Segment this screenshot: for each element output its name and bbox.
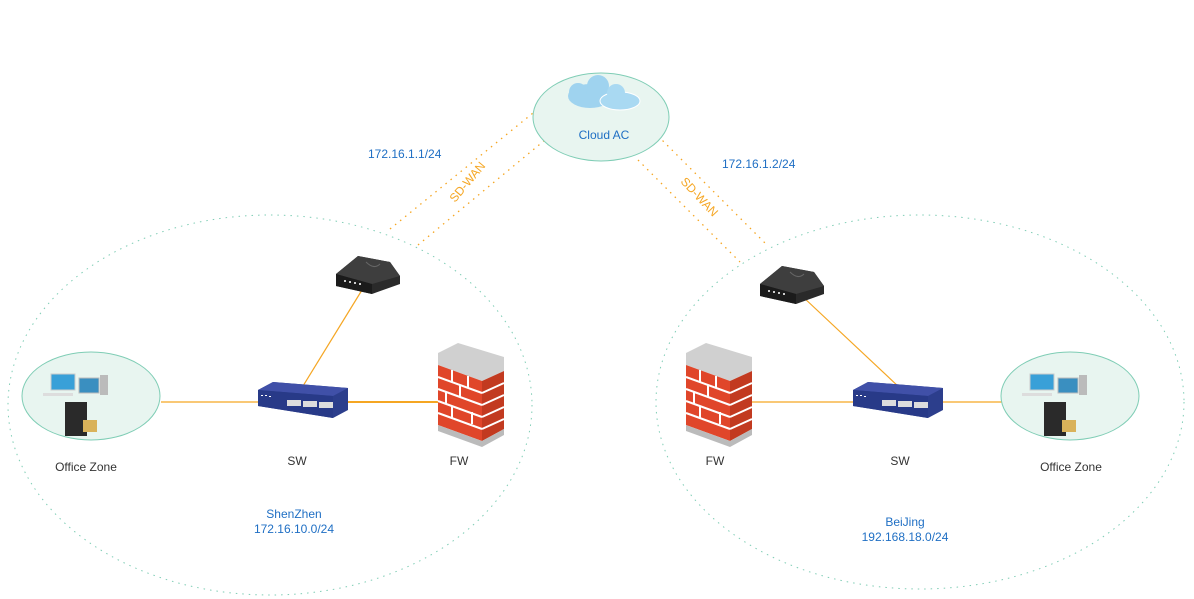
left-sdwan-label: SD-WAN: [447, 159, 489, 205]
beijing-router-icon[interactable]: [759, 265, 825, 305]
beijing-zone: [655, 214, 1185, 590]
beijing-office-zone-icon[interactable]: [1000, 351, 1140, 441]
beijing-site-name: BeiJing: [885, 515, 924, 529]
cloud-label: Cloud AC: [579, 128, 630, 142]
shenzhen-zone: [7, 214, 533, 596]
cloud-ac-node[interactable]: Cloud AC: [532, 72, 670, 162]
shenzhen-firewall-label: FW: [450, 454, 469, 468]
shenzhen-office-label: Office Zone: [55, 460, 117, 474]
left-ip-label: 172.16.1.1/24: [368, 147, 442, 161]
shenzhen-switch-label: SW: [287, 454, 307, 468]
beijing-switch-icon[interactable]: [853, 382, 943, 418]
shenzhen-firewall-icon[interactable]: [437, 342, 505, 448]
beijing-office-label: Office Zone: [1040, 460, 1102, 474]
beijing-switch-label: SW: [890, 454, 910, 468]
right-ip-label: 172.16.1.2/24: [722, 157, 796, 171]
shenzhen-switch-icon[interactable]: [258, 382, 348, 418]
shenzhen-office-zone-icon[interactable]: [21, 351, 161, 441]
beijing-firewall-label: FW: [706, 454, 725, 468]
cloud-icon: [568, 75, 641, 111]
right-sdwan-label: SD-WAN: [678, 174, 721, 219]
shenzhen-site-name: ShenZhen: [266, 507, 321, 521]
lan-links: [161, 289, 1002, 403]
shenzhen-subnet: 172.16.10.0/24: [254, 522, 334, 536]
beijing-subnet: 192.168.18.0/24: [862, 530, 949, 544]
beijing-firewall-icon[interactable]: [685, 342, 753, 448]
shenzhen-router-icon[interactable]: [335, 255, 401, 295]
sd-wan-links: [389, 112, 766, 263]
